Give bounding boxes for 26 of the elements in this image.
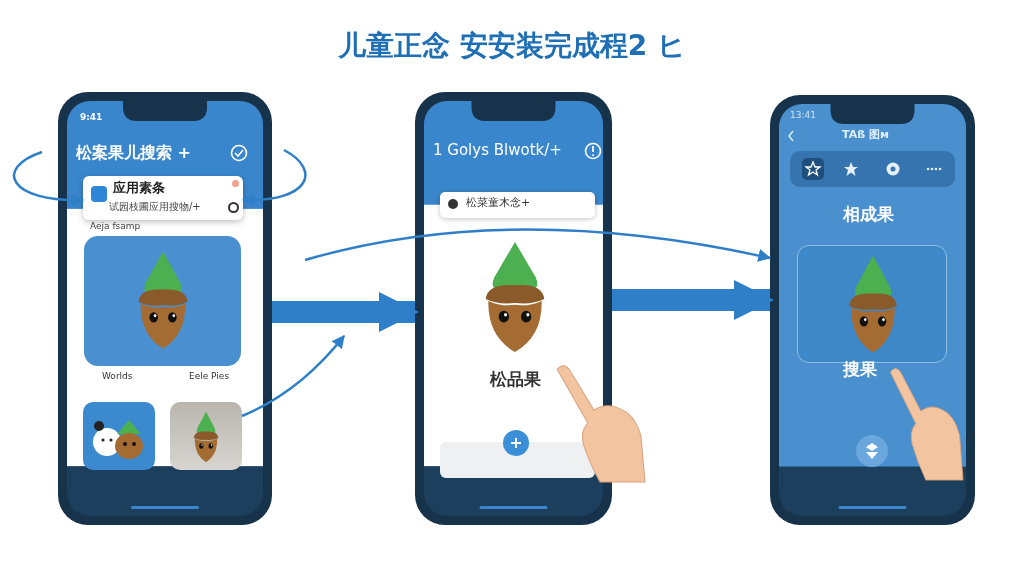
label: Aeja fsamp [90, 221, 141, 232]
block-arrow [612, 280, 774, 320]
search-bar [440, 192, 595, 218]
screen-title: TAß 图м [842, 129, 889, 142]
card-text: 试园枝圃应用搜物/+ [109, 201, 201, 213]
search-text: 松菜童木念+ [466, 197, 531, 210]
node-label: 松品果 [490, 370, 541, 390]
screen-title: 1 Golys Blwotk/+ [433, 142, 562, 160]
label: Worlds [102, 371, 133, 382]
curved-arrow [304, 228, 772, 262]
node-label: 搜果 [843, 360, 877, 380]
label: Eele Pies [189, 371, 230, 382]
label: 相成果 [843, 205, 894, 225]
notification-card [83, 176, 243, 220]
block-arrow [272, 292, 419, 332]
photo [170, 402, 242, 470]
picture-card [83, 402, 155, 470]
curved-arrow [241, 335, 345, 418]
screen-title: 松案果儿搜索 + [76, 144, 191, 163]
curved-arrow [241, 148, 307, 207]
label: 13:41 [790, 110, 816, 121]
card-text: 应用素条 [113, 181, 165, 196]
title: 儿童正念 安安装完成程2 ヒ [337, 30, 687, 63]
picture-card [84, 236, 241, 366]
label: 9:41 [80, 112, 103, 123]
curved-arrow [13, 150, 85, 207]
